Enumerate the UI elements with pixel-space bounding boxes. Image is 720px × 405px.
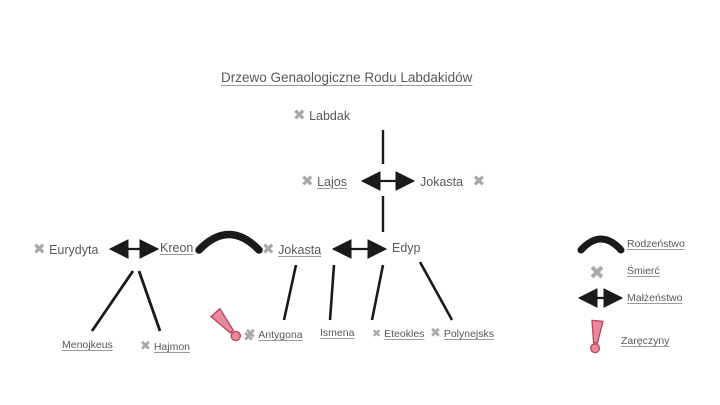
- node-label: Antygona: [258, 329, 303, 341]
- legend-x-mark-icon: ✖: [589, 262, 605, 284]
- x-mark-icon: ✖: [243, 330, 254, 345]
- x-mark-icon: ✖: [430, 326, 441, 341]
- node-label: Jokasta: [278, 243, 322, 257]
- node-hajmon[interactable]: ✖ Hajmon: [140, 340, 190, 353]
- node-menojkeus[interactable]: Menojkeus: [62, 340, 113, 351]
- x-mark-icon: ✖: [245, 327, 256, 342]
- x-mark-icon: ✖: [262, 240, 275, 258]
- node-eurydyta[interactable]: ✖ Eurydyta: [33, 242, 98, 257]
- legend-arc-icon: [577, 235, 625, 254]
- node-jokasta-upper[interactable]: Jokasta ✖: [420, 174, 485, 189]
- node-antygona[interactable]: ✖ Antygona: [245, 328, 303, 341]
- node-label: Eteokles: [384, 328, 425, 340]
- node-edyp[interactable]: Edyp: [392, 242, 421, 255]
- node-label: Lajos: [317, 175, 347, 189]
- descent-line-kreon-hajmon: [137, 270, 162, 332]
- node-polynejsks[interactable]: ✖ Polynejsks: [430, 327, 494, 340]
- node-label: Kreon: [160, 241, 194, 255]
- sibling-arc-kreon-jokasta: [195, 230, 263, 254]
- node-jokasta-lower[interactable]: ✖ Jokasta: [262, 242, 321, 257]
- descent-line-edyp-eteokles: [370, 264, 385, 321]
- x-mark-icon: ✖: [140, 339, 151, 354]
- descent-line-edyp-ismena: [328, 264, 336, 321]
- node-label: Edyp: [392, 241, 421, 255]
- descent-line-kreon-menojkeus: [90, 270, 135, 332]
- node-label: Ismena: [320, 327, 355, 339]
- x-mark-icon: ✖: [372, 327, 382, 340]
- node-label: Menojkeus: [62, 339, 113, 351]
- node-label: Polynejsks: [443, 328, 495, 340]
- legend-label-zareczyny: Zaręczyny: [621, 335, 670, 347]
- page-title: Drzewo Genaologiczne Rodu Labdakidów: [221, 70, 473, 85]
- node-ismena[interactable]: Ismena: [320, 328, 354, 339]
- node-lajos[interactable]: ✖ Lajos: [301, 174, 347, 189]
- legend-exclamation-icon: [590, 319, 604, 354]
- node-label: Eurydyta: [49, 243, 99, 257]
- node-label: Hajmon: [153, 341, 191, 353]
- node-eteokles[interactable]: ✖ Eteokles: [372, 328, 424, 340]
- x-mark-icon: ✖: [301, 172, 314, 190]
- node-label: Labdak: [309, 109, 351, 123]
- x-mark-icon: ✖: [33, 240, 46, 258]
- node-label: Jokasta: [420, 175, 464, 189]
- legend-label-malzenstwo: Małżeństwo: [627, 292, 683, 304]
- x-mark-icon: ✖: [293, 106, 306, 124]
- legend-label-smierc: Śmierć: [627, 265, 660, 277]
- node-labdak[interactable]: ✖ Labdak: [293, 108, 350, 123]
- descent-line-edyp-antygona: [282, 264, 298, 321]
- engagement-exclamation-icon: [209, 307, 242, 342]
- descent-line-edyp-polynejsks: [418, 261, 454, 321]
- x-mark-icon: ✖: [472, 172, 486, 190]
- legend-label-rodzenstwo: Rodzeństwo: [627, 238, 685, 250]
- node-kreon[interactable]: Kreon: [160, 242, 193, 255]
